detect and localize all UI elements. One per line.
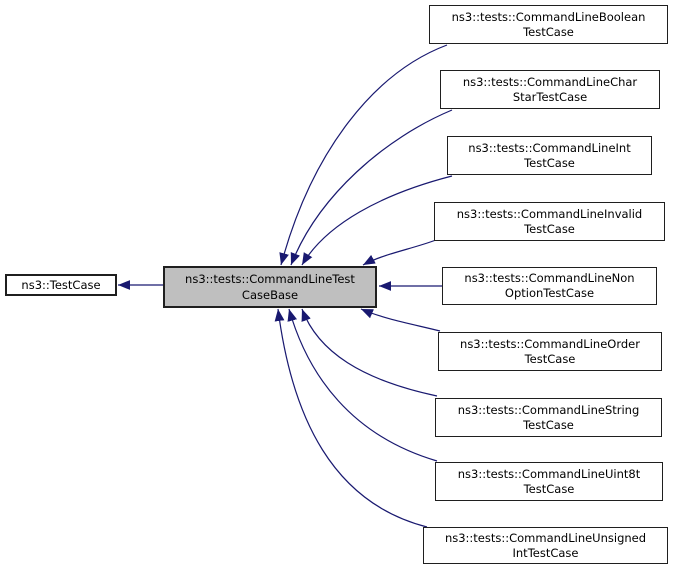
edge-uint8t-to-focus	[287, 308, 438, 462]
edge-string-to-focus	[301, 308, 438, 397]
class-name-label: ns3::tests::CommandLineUnsigned	[444, 530, 647, 545]
class-name-label: TestCase	[524, 221, 575, 236]
node-commandlineint-testcase[interactable]: ns3::tests::CommandLineInt TestCase	[447, 136, 652, 175]
class-name-label: TestCase	[523, 481, 575, 496]
edge-order-to-focus	[360, 308, 441, 332]
class-name-label: ns3::tests::CommandLineInvalid	[456, 206, 643, 221]
class-name-label: ns3::tests::CommandLineUint8t	[457, 466, 641, 481]
class-name-label: TestCase	[524, 351, 576, 366]
node-commandlineunsignedint-testcase[interactable]: ns3::tests::CommandLineUnsigned IntTestC…	[423, 527, 668, 564]
class-name-label: StarTestCase	[512, 89, 588, 104]
class-name-label: CaseBase	[241, 288, 299, 302]
node-ns3-testcase[interactable]: ns3::TestCase	[5, 274, 117, 296]
node-commandlinenonoption-testcase[interactable]: ns3::tests::CommandLineNon OptionTestCas…	[442, 267, 657, 305]
node-commandlineorder-testcase[interactable]: ns3::tests::CommandLineOrder TestCase	[438, 332, 662, 371]
class-name-label: TestCase	[523, 417, 574, 432]
class-name-label: ns3::tests::CommandLineInt	[468, 140, 631, 155]
edge-unsignedint-to-focus	[274, 308, 428, 528]
class-name-label: OptionTestCase	[504, 286, 595, 300]
class-name-label: ns3::tests::CommandLineChar	[462, 74, 638, 89]
class-name-label: TestCase	[523, 24, 574, 39]
class-name-label: IntTestCase	[512, 545, 579, 560]
node-commandlinestring-testcase[interactable]: ns3::tests::CommandLineString TestCase	[435, 398, 662, 437]
node-commandlineinvalid-testcase[interactable]: ns3::tests::CommandLineInvalid TestCase	[434, 202, 665, 241]
node-commandlineboolean-testcase[interactable]: ns3::tests::CommandLineBoolean TestCase	[429, 5, 668, 44]
edge-invalid-to-focus	[362, 239, 437, 266]
class-name-label: TestCase	[524, 155, 575, 170]
node-commandlineuint8t-testcase[interactable]: ns3::tests::CommandLineUint8t TestCase	[435, 462, 663, 501]
edge-int-to-focus	[301, 175, 453, 266]
class-name-label: ns3::tests::CommandLineTest	[185, 272, 355, 286]
class-name-label: ns3::tests::CommandLineOrder	[460, 336, 640, 351]
class-name-label: ns3::tests::CommandLineBoolean	[451, 9, 646, 24]
edge-boolean-to-focus	[279, 44, 448, 266]
class-name-label: ns3::tests::CommandLineNon	[464, 271, 635, 285]
node-commandlinecharstar-testcase[interactable]: ns3::tests::CommandLineChar StarTestCase	[440, 70, 660, 109]
class-name-label: ns3::TestCase	[21, 277, 101, 292]
node-commandlinetestcasebase: ns3::tests::CommandLineTest CaseBase	[163, 266, 377, 308]
edge-charstar-to-focus	[290, 109, 453, 266]
class-name-label: ns3::tests::CommandLineString	[457, 402, 640, 417]
